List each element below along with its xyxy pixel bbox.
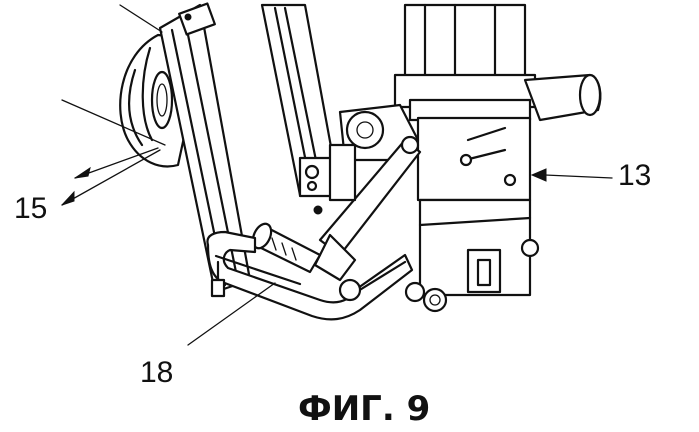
- label-18: 18: [140, 356, 173, 389]
- label-13: 13: [618, 159, 651, 192]
- figure-caption: ФИГ. 9: [298, 389, 430, 429]
- label-15: 15: [14, 192, 47, 225]
- bumper-frame: [207, 232, 412, 319]
- actuator-column: [395, 5, 600, 311]
- shaft: [249, 221, 320, 272]
